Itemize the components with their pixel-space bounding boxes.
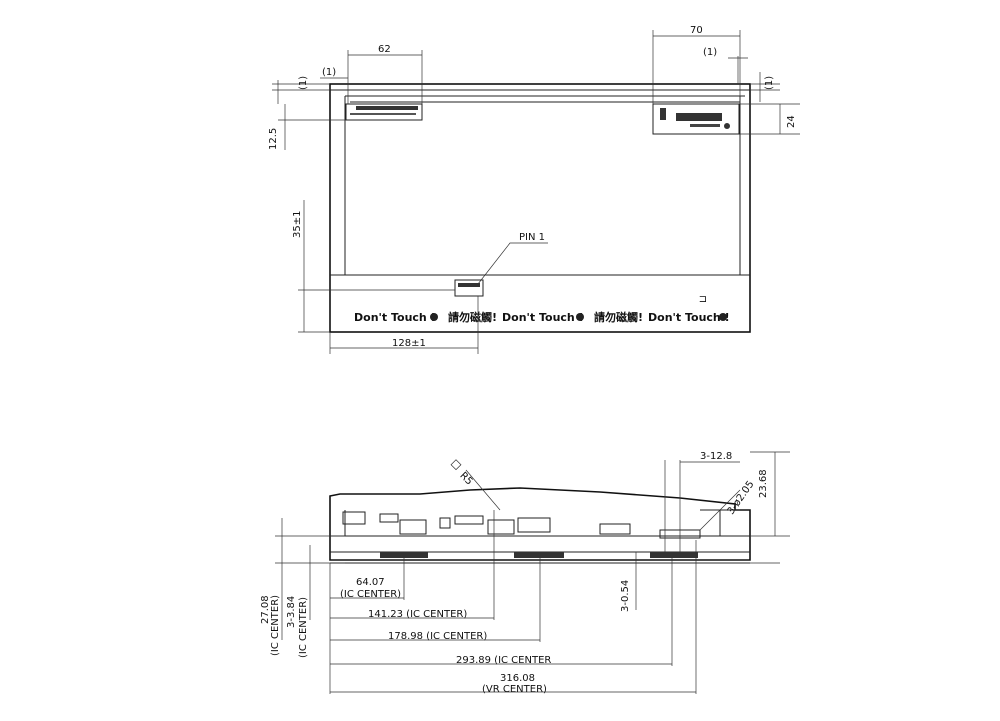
- warning-dot-icon: [719, 313, 727, 321]
- dim-12-5: 12.5: [268, 128, 279, 150]
- dim-23-68: 23.68: [758, 469, 769, 498]
- dim-1-left: (1): [322, 67, 336, 78]
- dim-1-right: (1): [703, 47, 717, 58]
- warning-text: Don't Touch !: [502, 311, 584, 324]
- warning-text: Don't Touch !: [354, 311, 436, 324]
- dim-27-08-b: (IC CENTER): [270, 595, 281, 656]
- side-view: R5 3-12.8 3-ø2.05 23.68 3-0.54 27.08 (IC…: [260, 451, 790, 695]
- barcode-label-right: [652, 103, 740, 135]
- dim-24: 24: [786, 115, 797, 128]
- small-mark: ⊔: [698, 295, 709, 303]
- dim-35: 35±1: [292, 211, 303, 238]
- dim-64-07-a: 64.07: [356, 577, 385, 588]
- fpc-connector: [454, 279, 484, 297]
- barcode-label-left: [345, 103, 423, 121]
- dim-1-right-side: (1): [764, 76, 775, 90]
- dim-62: 62: [378, 44, 391, 55]
- dim-316-08-b: (VR CENTER): [482, 684, 547, 695]
- side-outline: [329, 487, 751, 561]
- dim-r5: R5: [457, 470, 474, 487]
- dim-3-12-8: 3-12.8: [700, 451, 732, 462]
- dim-316-08-a: 316.08: [500, 673, 535, 684]
- warning-dot-icon: [430, 313, 438, 321]
- dim-3-84-b: (IC CENTER): [298, 597, 309, 658]
- driver-ic: [514, 552, 564, 558]
- warning-text: 請勿磁觸!: [448, 310, 497, 324]
- dim-1-left-side: (1): [298, 76, 309, 90]
- driver-ic: [650, 552, 698, 558]
- pin1-label: PIN 1: [519, 232, 545, 243]
- dim-141-23: 141.23 (IC CENTER): [368, 609, 467, 620]
- warning-dot-icon: [576, 313, 584, 321]
- driver-ic: [380, 552, 428, 558]
- dim-64-07-b: (IC CENTER): [340, 589, 401, 600]
- top-view: ⊔ Don't Touch ! 請勿磁觸! Don't Touch ! 請勿磁觸…: [268, 25, 800, 354]
- pcb-components: [342, 511, 701, 558]
- dim-3-0-54: 3-0.54: [620, 580, 631, 612]
- dim-293-89: 293.89 (IC CENTER: [456, 655, 551, 666]
- dim-178-98: 178.98 (IC CENTER): [388, 631, 487, 642]
- dim-128: 128±1: [392, 338, 426, 349]
- dim-27-08-a: 27.08: [260, 595, 271, 624]
- dim-hole: 3-ø2.05: [726, 479, 757, 517]
- dim-3-84-a: 3-3.84: [286, 596, 297, 628]
- panel-outline: [329, 83, 751, 333]
- warning-text: 請勿磁觸!: [594, 310, 643, 324]
- dim-70: 70: [690, 25, 703, 36]
- warning-text: Don't Touch !: [648, 311, 730, 324]
